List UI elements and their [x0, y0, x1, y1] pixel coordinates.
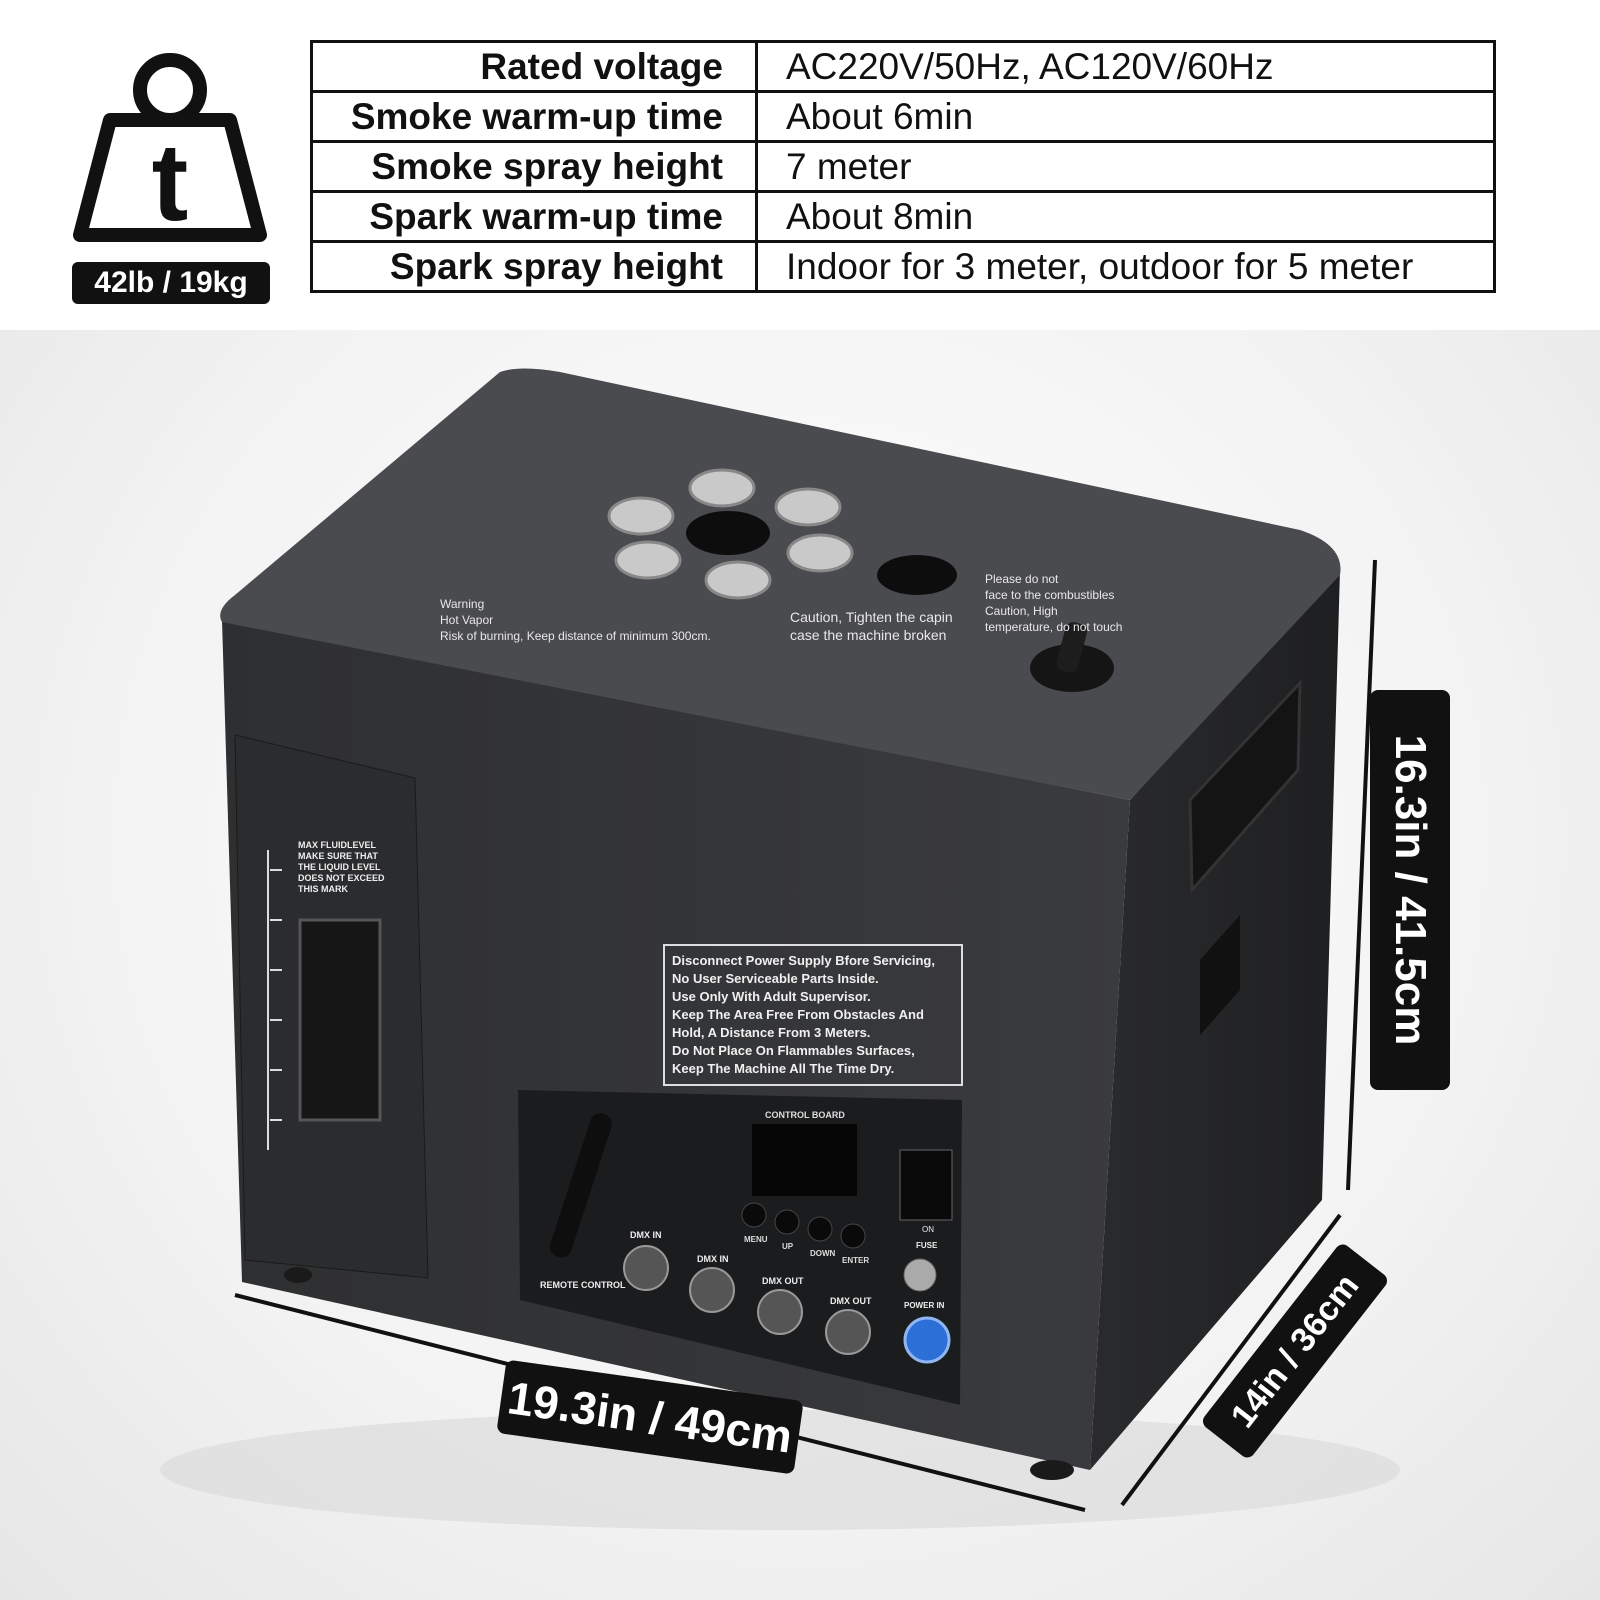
top-warning: Warning Hot Vapor Risk of burning, Keep … — [440, 572, 1122, 643]
vent-grille — [1200, 915, 1240, 1035]
fluid-scale — [267, 850, 282, 1150]
display-screen — [752, 1124, 857, 1196]
cap-handle[interactable] — [1055, 620, 1089, 674]
spec-key: Spark spray height — [310, 240, 758, 293]
svg-text:DMX OUT: DMX OUT — [762, 1276, 804, 1286]
spec-value: 7 meter — [755, 140, 1496, 193]
weight-ton-icon: t — [73, 53, 267, 244]
svg-text:Do Not Place On Flammables Sur: Do Not Place On Flammables Surfaces, — [672, 1043, 915, 1058]
svg-text:temperature, do not touch: temperature, do not touch — [985, 620, 1122, 634]
svg-text:Disconnect Power Supply Bfore: Disconnect Power Supply Bfore Servicing, — [672, 953, 935, 968]
svg-text:DOWN: DOWN — [810, 1249, 836, 1258]
dmx-ports[interactable] — [623, 1245, 871, 1355]
svg-text:case the machine broken: case the machine broken — [790, 627, 946, 643]
spark-outlet — [877, 555, 957, 595]
spec-value: Indoor for 3 meter, outdoor for 5 meter — [755, 240, 1496, 293]
svg-text:Keep The Machine All The Time: Keep The Machine All The Time Dry. — [672, 1061, 894, 1076]
spec-key: Smoke warm-up time — [310, 90, 758, 143]
power-in-socket[interactable] — [903, 1316, 951, 1364]
power-switch[interactable] — [899, 1149, 953, 1221]
svg-text:Please do not: Please do not — [985, 572, 1059, 586]
svg-text:Caution, Tighten the capin: Caution, Tighten the capin — [790, 609, 953, 625]
weight-glyph: t — [152, 121, 189, 244]
height-dimension-label: 16.3in / 41.5cm — [1370, 690, 1450, 1090]
switch-label: ON — [922, 1225, 934, 1234]
power-label: POWER IN — [904, 1301, 945, 1310]
side-handle — [1188, 679, 1302, 894]
menu-buttons[interactable] — [741, 1202, 866, 1249]
weight-badge: 42lb / 19kg — [72, 262, 270, 304]
svg-text:DMX IN: DMX IN — [697, 1254, 729, 1264]
spark-machine-image: Warning Hot Vapor Risk of burning, Keep … — [160, 368, 1400, 1530]
fluid-window — [298, 918, 382, 1122]
svg-text:No User Serviceable Parts Insi: No User Serviceable Parts Inside. — [672, 971, 879, 986]
safety-sticker — [663, 944, 963, 1086]
smoke-outlet — [686, 511, 770, 555]
spec-value: About 8min — [755, 190, 1496, 243]
svg-text:Risk of burning, Keep distance: Risk of burning, Keep distance of minimu… — [440, 629, 711, 643]
fluid-level-label: MAX FLUIDLEVEL MAKE SURE THAT THE LIQUID… — [298, 840, 385, 894]
svg-text:Hold, A Distance From 3 Meters: Hold, A Distance From 3 Meters. — [672, 1025, 870, 1040]
svg-text:face to the combustibles: face to the combustibles — [985, 588, 1114, 602]
svg-text:Keep The Area Free From Obstac: Keep The Area Free From Obstacles And — [672, 1007, 924, 1022]
fuse-label: FUSE — [916, 1241, 938, 1250]
spec-key: Spark warm-up time — [310, 190, 758, 243]
control-board-label: CONTROL BOARD — [765, 1110, 845, 1120]
button-labels: MENU UP DOWN ENTER — [744, 1235, 869, 1265]
svg-text:DMX IN: DMX IN — [630, 1230, 662, 1240]
svg-text:Caution, High: Caution, High — [985, 604, 1058, 618]
svg-text:Use Only With Adult Supervisor: Use Only With Adult Supervisor. — [672, 989, 871, 1004]
svg-text:UP: UP — [782, 1242, 794, 1251]
port-labels: DMX IN DMX IN DMX OUT DMX OUT — [630, 1230, 872, 1306]
spec-value: AC220V/50Hz, AC120V/60Hz — [755, 40, 1496, 93]
antenna — [549, 1113, 612, 1258]
svg-text:Warning: Warning — [440, 597, 484, 611]
led-nozzles — [607, 468, 854, 600]
fuse-holder[interactable] — [903, 1258, 937, 1292]
svg-text:DMX OUT: DMX OUT — [830, 1296, 872, 1306]
remote-label: REMOTE CONTROL — [540, 1280, 626, 1290]
spec-key: Rated voltage — [310, 40, 758, 93]
safety-notes: Disconnect Power Supply Bfore Servicing,… — [672, 953, 935, 1076]
spec-value: About 6min — [755, 90, 1496, 143]
spec-key: Smoke spray height — [310, 140, 758, 193]
svg-text:ENTER: ENTER — [842, 1256, 869, 1265]
svg-text:Hot Vapor: Hot Vapor — [440, 613, 493, 627]
svg-text:MENU: MENU — [744, 1235, 768, 1244]
